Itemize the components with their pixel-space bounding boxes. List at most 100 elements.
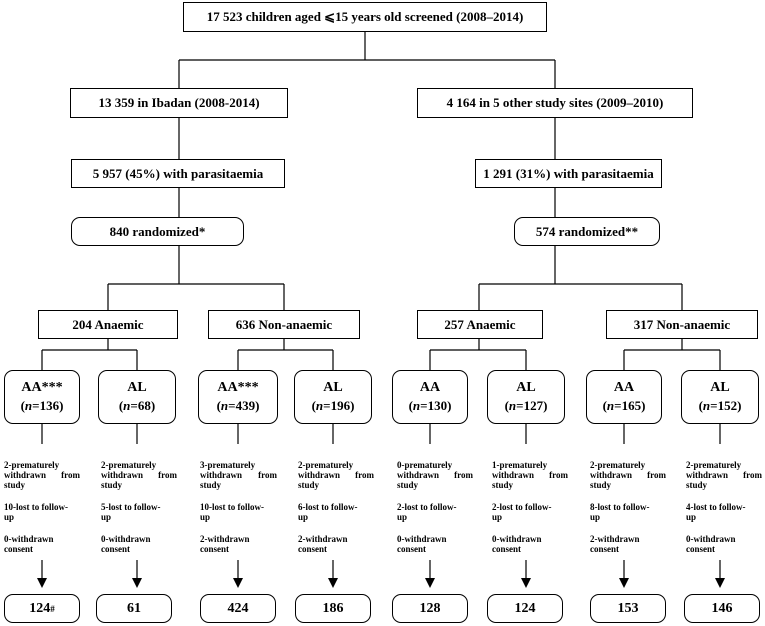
consent-line: 2-withdrawn <box>200 534 250 544</box>
arm-box-other-anaemic-aa: AA (n=130) <box>392 370 468 424</box>
attrition-note: 0-prematurely withdrawn from study 2-los… <box>397 460 473 554</box>
randomized-box-other: 574 randomized** <box>514 217 660 246</box>
arm-n-value: =136 <box>32 398 60 413</box>
withdrawn-line: withdrawn from <box>298 470 374 480</box>
final-count-box: 146 <box>684 594 760 623</box>
arm-n-prefix: n <box>123 398 131 413</box>
arm-drug: AA*** <box>217 380 259 395</box>
final-count: 128 <box>419 600 441 616</box>
withdrawn-line: withdrawn from <box>590 470 666 480</box>
lost-line: up <box>298 512 309 522</box>
group-label: 636 Non-anaemic <box>235 316 333 332</box>
arm-box-ibadan-anaemic-aa: AA*** (n=136) <box>4 370 80 424</box>
consent-line: 0-withdrawn <box>686 534 736 544</box>
screened-box: 17 523 children aged ⩽15 years old scree… <box>183 2 547 32</box>
final-count-box: 124 <box>487 594 563 623</box>
group-label: 317 Non-anaemic <box>633 316 731 332</box>
parasitaemia-label: 1 291 (31%) with parasitaemia <box>483 165 654 181</box>
lost-line: 10-lost to follow- <box>4 502 68 512</box>
group-label: 204 Anaemic <box>72 316 144 332</box>
arm-box-other-anaemic-al: AL (n=127) <box>487 370 565 424</box>
arm-box-ibadan-anaemic-al: AL (n=68) <box>98 370 176 424</box>
lost-line: up <box>686 512 697 522</box>
withdrawn-line: study <box>200 480 222 490</box>
final-count-mark: # <box>50 603 55 614</box>
lost-line: 8-lost to follow- <box>590 502 650 512</box>
final-count-box: 128 <box>392 594 468 623</box>
arm-n-prefix: n <box>24 398 33 413</box>
final-count: 146 <box>711 600 733 616</box>
lost-line: 10-lost to follow- <box>200 502 264 512</box>
arrow-head <box>425 578 435 588</box>
withdrawn-line: withdrawn from <box>492 470 568 480</box>
arm-box-other-nonanaemic-al: AL (n=152) <box>681 370 759 424</box>
arm-n-prefix: n <box>220 398 229 413</box>
site-box-ibadan: 13 359 in Ibadan (2008-2014) <box>70 88 288 118</box>
lost-line: 2-lost to follow- <box>397 502 457 512</box>
final-count-box: 424 <box>200 594 276 623</box>
consent-line: 0-withdrawn <box>492 534 542 544</box>
attrition-note: 3-prematurely withdrawn from study 10-lo… <box>200 460 277 554</box>
final-count-box: 61 <box>96 594 172 623</box>
withdrawn-line: 2-prematurely <box>590 460 646 470</box>
arrow-head <box>328 578 338 588</box>
consent-line: consent <box>686 544 715 554</box>
consent-line: 0-withdrawn <box>101 534 151 544</box>
attrition-note: 2-prematurely withdrawn from study 6-los… <box>298 460 374 554</box>
final-count: 124 <box>514 600 536 616</box>
arm-drug: AA <box>419 380 441 395</box>
arm-box-ibadan-nonanaemic-al: AL (n=196) <box>294 370 372 424</box>
withdrawn-line: study <box>397 480 419 490</box>
attrition-note: 2-prematurely withdrawn from study 5-los… <box>101 460 177 554</box>
consent-line: consent <box>492 544 521 554</box>
lost-line: up <box>397 512 408 522</box>
withdrawn-line: withdrawn from <box>101 470 177 480</box>
screened-label: 17 523 children aged ⩽15 years old scree… <box>206 9 524 24</box>
withdrawn-line: withdrawn from <box>686 470 762 480</box>
arrow-head <box>715 578 725 588</box>
consent-line: 0-withdrawn <box>397 534 447 544</box>
attrition-note: 1-prematurely withdrawn from study 2-los… <box>492 460 568 554</box>
arrow-head <box>132 578 142 588</box>
withdrawn-line: study <box>686 480 708 490</box>
withdrawn-line: 2-prematurely <box>686 460 742 470</box>
arm-drug: AA <box>613 380 635 395</box>
lost-line: 6-lost to follow- <box>298 502 358 512</box>
final-count: 124 <box>29 600 51 616</box>
arm-n-value: =439 <box>228 398 256 413</box>
site-label: 13 359 in Ibadan (2008-2014) <box>98 95 260 110</box>
group-label: 257 Anaemic <box>444 316 516 332</box>
lost-line: up <box>200 512 211 522</box>
consent-line: consent <box>397 544 426 554</box>
arm-n-prefix: n <box>315 398 324 413</box>
final-count: 186 <box>322 600 344 616</box>
arm-n-value: =196 <box>323 398 351 413</box>
consent-line: consent <box>590 544 619 554</box>
lost-line: up <box>492 512 503 522</box>
consent-line: consent <box>4 544 33 554</box>
arm-n-prefix: n <box>412 398 421 413</box>
arm-drug: AL <box>323 380 343 395</box>
lost-line: 4-lost to follow- <box>686 502 746 512</box>
arrow-head <box>619 578 629 588</box>
group-box-ibadan-nonanaemic: 636 Non-anaemic <box>208 310 360 339</box>
final-count: 424 <box>227 600 249 616</box>
final-count-box: 124# <box>4 594 80 623</box>
arrow-head <box>521 578 531 588</box>
withdrawn-line: study <box>298 480 320 490</box>
attrition-note: 2-prematurely withdrawn from study 8-los… <box>590 460 666 554</box>
arm-box-ibadan-nonanaemic-aa: AA*** (n=439) <box>198 370 278 424</box>
arrow-head <box>233 578 243 588</box>
withdrawn-line: 1-prematurely <box>492 460 548 470</box>
arm-n-value: =165 <box>614 398 642 413</box>
final-count-box: 186 <box>295 594 371 623</box>
withdrawn-line: withdrawn from <box>200 470 277 480</box>
arm-drug: AL <box>127 380 147 395</box>
arm-n-value: =152 <box>710 398 738 413</box>
withdrawn-line: study <box>492 480 514 490</box>
randomized-label: 574 randomized** <box>535 223 639 239</box>
consent-line: 2-withdrawn <box>590 534 640 544</box>
withdrawn-line: 2-prematurely <box>4 460 60 470</box>
withdrawn-line: study <box>4 480 26 490</box>
